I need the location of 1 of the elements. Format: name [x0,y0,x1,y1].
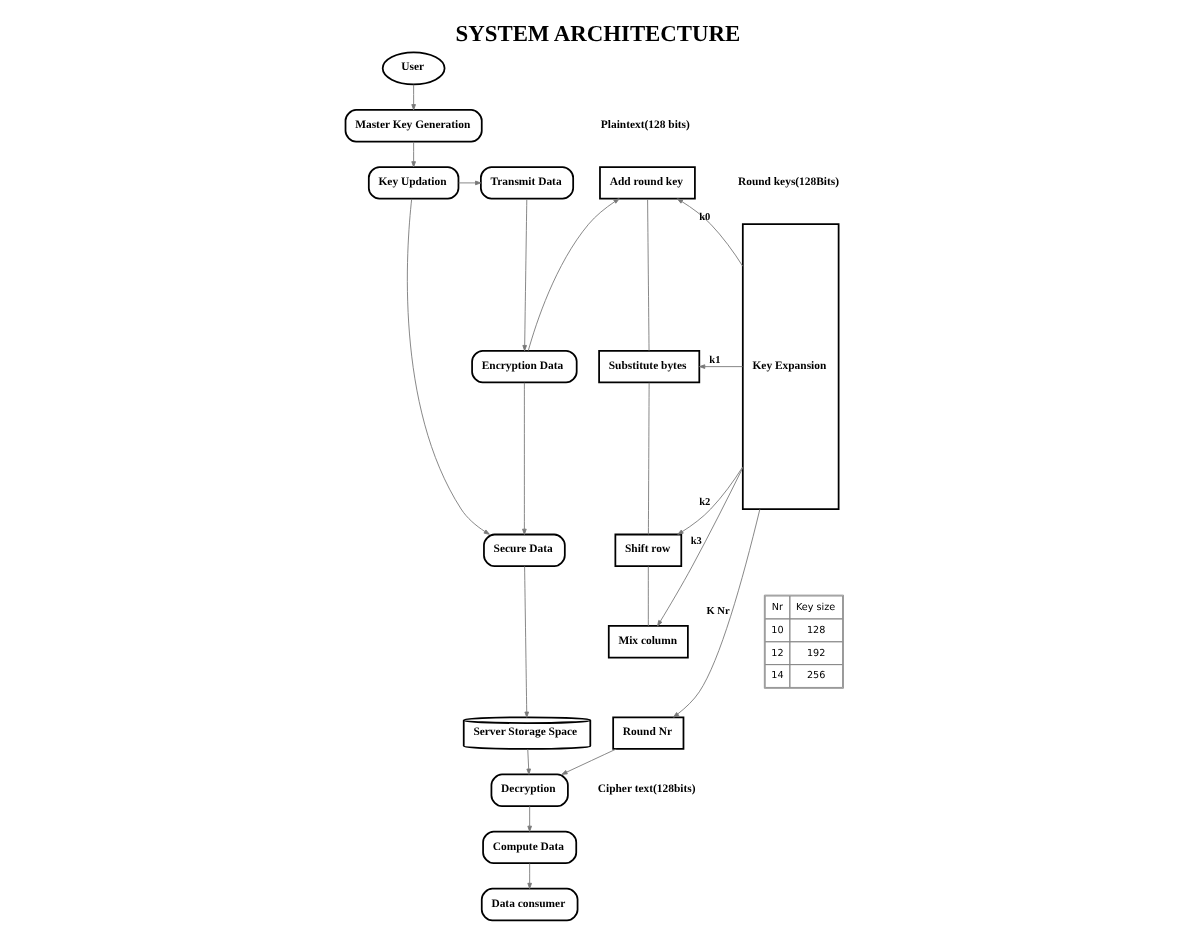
diagram-title: SYSTEM ARCHITECTURE [455,22,741,47]
